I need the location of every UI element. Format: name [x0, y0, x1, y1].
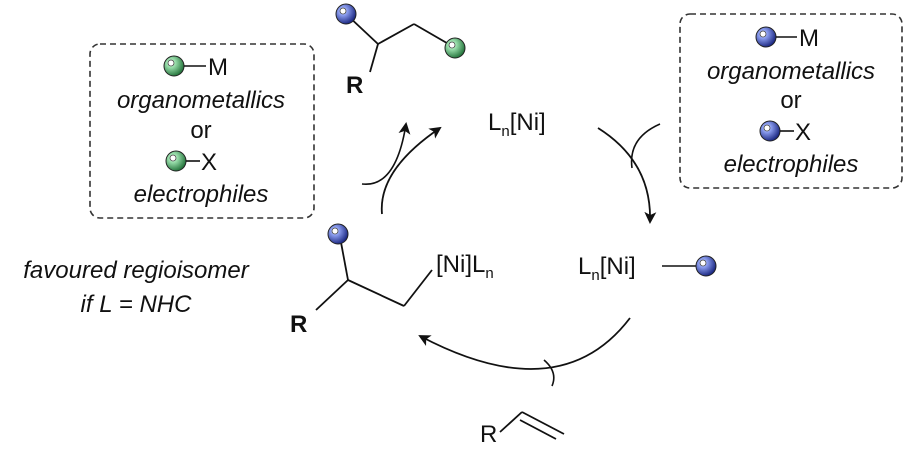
intermediate-structure	[315, 223, 433, 311]
right-blue-ball-icon	[755, 26, 777, 48]
right-halide-label: X	[795, 119, 811, 146]
left-green-ball-icon	[163, 55, 185, 77]
left-halide-label: X	[201, 149, 217, 176]
left-organometallics-label: organometallics	[117, 87, 285, 114]
right-metal-label: M	[799, 25, 819, 52]
reagent-in-arrow-right	[630, 123, 661, 169]
alkene-in-arrow	[543, 359, 555, 387]
product-green-ball-icon	[444, 37, 466, 59]
cycle-arrow-left-up	[380, 126, 442, 215]
right-electrophiles-label: electrophiles	[724, 151, 859, 178]
right-organometallics-label: organometallics	[707, 58, 875, 85]
note-line2: if L = NHC	[81, 291, 193, 318]
intermediate-ni-label: [Ni]Ln	[436, 251, 494, 282]
right-blue-ball-x-icon	[759, 120, 781, 142]
intermediate-r-label: R	[290, 311, 307, 338]
cycle-arrow-top-right	[597, 127, 657, 224]
catalyst-right-label: Ln[Ni]	[578, 253, 636, 284]
product-out-arrow	[361, 122, 411, 185]
right-or-label: or	[780, 87, 801, 114]
product-structure	[335, 3, 466, 73]
product-blue-ball-icon	[335, 3, 357, 25]
left-reagent-box	[89, 43, 315, 219]
left-or-label: or	[190, 117, 211, 144]
intermediate-blue-ball-icon	[327, 223, 349, 245]
left-electrophiles-label: electrophiles	[134, 181, 269, 208]
left-green-ball-x-icon	[165, 150, 187, 172]
left-metal-label: M	[208, 54, 228, 81]
cycle-arrow-bottom	[418, 317, 631, 370]
alkene-r-label: R	[480, 421, 497, 448]
alkene-structure	[499, 411, 565, 440]
product-r-label: R	[346, 72, 363, 99]
right-reagent-box	[679, 13, 903, 189]
catalyst-blue-ball-icon	[695, 255, 717, 277]
note-line1: favoured regioisomer	[23, 257, 249, 284]
catalyst-top-label: Ln[Ni]	[488, 109, 546, 140]
